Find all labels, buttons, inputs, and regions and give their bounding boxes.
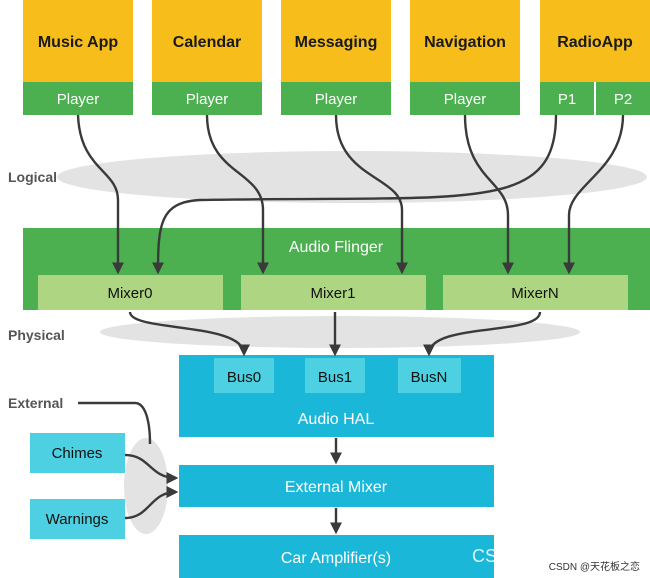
external-layer-label: External: [8, 395, 63, 411]
audio-flinger-label: Audio Flinger: [289, 239, 384, 256]
player-label: Player: [186, 91, 229, 108]
bus-label-1: Bus1: [318, 369, 352, 386]
app-calendar: Calendar Player: [152, 0, 262, 115]
audio-hal-label: Audio HAL: [298, 411, 375, 428]
bus-label-n: BusN: [411, 369, 448, 386]
mixer-box-1: [241, 275, 426, 310]
arrow-mixern-to-busn: [423, 311, 542, 357]
app-name: Calendar: [173, 34, 241, 51]
app-music: Music App Player: [23, 0, 133, 115]
arrow-messaging-to-flinger: [334, 114, 408, 275]
player-label: Player: [315, 91, 358, 108]
mixer-box-0: [38, 275, 223, 310]
app-box: [23, 0, 133, 82]
arrow-chimes-to-external-mixer: [124, 453, 179, 484]
app-navigation: Navigation Player: [410, 0, 520, 115]
external-mixer-label: External Mixer: [285, 479, 388, 496]
logical-layer-label: Logical: [8, 169, 57, 185]
player-box-p1: [540, 82, 594, 115]
audio-hal: Bus0 Bus1 BusN Audio HAL: [179, 355, 494, 437]
bus-box-0: [214, 358, 274, 393]
car-amplifier-box: [179, 535, 494, 578]
car-amplifier-label: Car Amplifier(s): [281, 550, 391, 567]
mixer-box-n: [443, 275, 628, 310]
warnings-box: [30, 499, 125, 539]
app-box: [410, 0, 520, 82]
external-label-line: [78, 401, 152, 445]
external-mixer-box: [179, 465, 494, 507]
app-name: Messaging: [295, 34, 378, 51]
physical-layer-ellipse: [100, 316, 580, 348]
bus-box-n: [398, 358, 461, 393]
arrow-mixer0-to-bus0: [128, 311, 250, 357]
audio-flinger: Audio Flinger Mixer0 Mixer1 MixerN: [23, 228, 650, 310]
app-name: Music App: [38, 34, 119, 51]
bus-box-1: [305, 358, 365, 393]
player-box: [281, 82, 391, 115]
app-radio: RadioApp P1 P2: [540, 0, 650, 115]
player-label-p2: P2: [614, 91, 632, 108]
corner-text: CS: [472, 546, 497, 566]
player-label: Player: [444, 91, 487, 108]
external-layer-ellipse: [124, 438, 168, 534]
chimes-label: Chimes: [52, 445, 103, 462]
arrow-p2-to-mixern: [563, 114, 625, 275]
mixer-label-n: MixerN: [511, 285, 559, 302]
mixer-label-1: Mixer1: [310, 285, 355, 302]
bus-label-0: Bus0: [227, 369, 261, 386]
app-box: [152, 0, 262, 82]
player-box: [410, 82, 520, 115]
chimes-box: [30, 433, 125, 473]
app-name: Navigation: [424, 34, 506, 51]
arrow-navigation-to-mixern: [463, 114, 514, 275]
app-name: RadioApp: [557, 34, 633, 51]
watermark: CSDN @天花板之恋: [549, 560, 640, 573]
arrow-warnings-to-external-mixer: [124, 486, 179, 520]
app-box: [540, 0, 650, 82]
arrow-music-to-mixer0: [76, 114, 124, 275]
player-label-p1: P1: [558, 91, 576, 108]
mixer-label-0: Mixer0: [107, 285, 152, 302]
player-box-p2: [596, 82, 650, 115]
arrow-p1-to-mixer0: [152, 114, 558, 275]
arrow-calendar-to-mixer1: [205, 114, 269, 275]
app-messaging: Messaging Player: [281, 0, 391, 115]
warnings-label: Warnings: [46, 511, 109, 528]
player-box: [23, 82, 133, 115]
player-label: Player: [57, 91, 100, 108]
player-box: [152, 82, 262, 115]
app-box: [281, 0, 391, 82]
physical-layer-label: Physical: [8, 327, 65, 343]
